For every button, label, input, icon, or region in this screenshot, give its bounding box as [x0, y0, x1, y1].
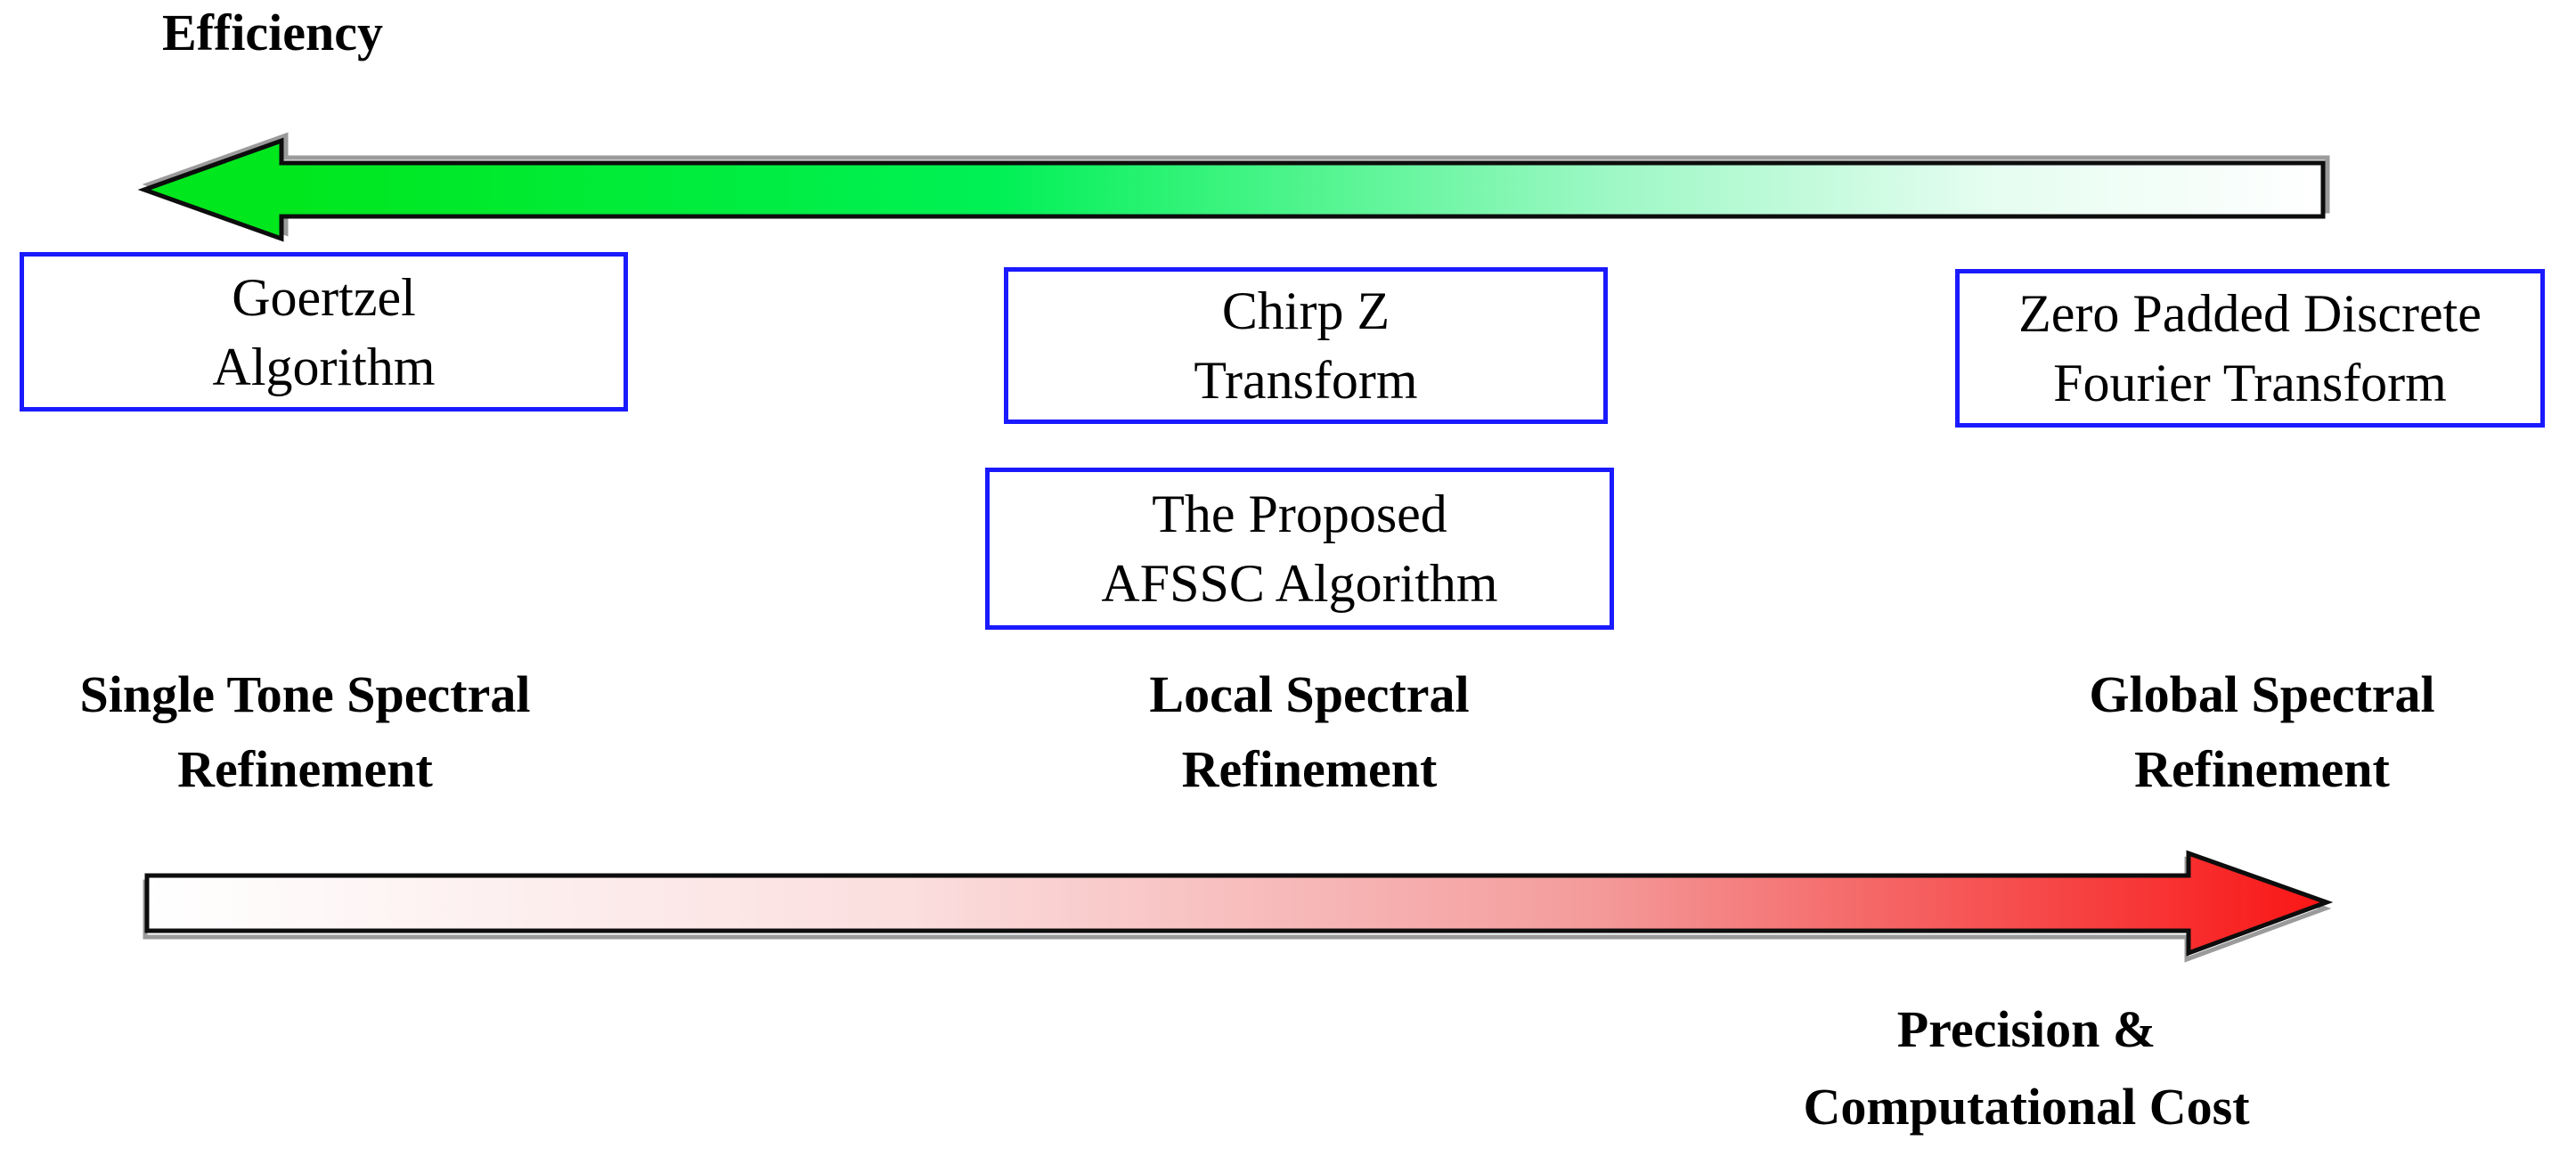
box-zpdft-line1: Zero Padded Discrete [2018, 284, 2482, 343]
precision-label-line1: Precision & [1896, 1000, 2156, 1058]
precision-cost-axis-label: Precision & Computational Cost [1737, 990, 2316, 1145]
label-single-line2: Refinement [177, 740, 433, 799]
precision-label-line2: Computational Cost [1803, 1078, 2250, 1136]
efficiency-arrow-shadow [142, 132, 2330, 237]
label-single-line1: Single Tone Spectral [79, 665, 531, 723]
box-zpdft-line2: Fourier Transform [2053, 354, 2447, 412]
box-proposed-afssc-algorithm: The Proposed AFSSC Algorithm [985, 468, 1614, 630]
box-afssc-line1: The Proposed [1152, 485, 1447, 543]
box-afssc-line2: AFSSC Algorithm [1101, 554, 1498, 613]
box-chirp-line2: Transform [1194, 351, 1418, 410]
efficiency-arrow [137, 137, 2326, 242]
label-local-spectral-refinement: Local Spectral Refinement [1020, 657, 1599, 807]
box-chirp-line1: Chirp Z [1221, 281, 1390, 340]
label-local-line2: Refinement [1181, 740, 1438, 799]
efficiency-axis-label: Efficiency [162, 4, 384, 61]
box-goertzel-line1: Goertzel [232, 267, 416, 327]
label-global-spectral-refinement: Global Spectral Refinement [1970, 657, 2554, 807]
precision-arrow [144, 850, 2334, 957]
box-chirp-z-transform: Chirp Z Transform [1004, 267, 1608, 424]
box-zero-padded-dft: Zero Padded Discrete Fourier Transform [1955, 269, 2545, 428]
label-global-line2: Refinement [2134, 740, 2390, 799]
label-local-line1: Local Spectral [1149, 665, 1470, 723]
label-single-tone-spectral-refinement: Single Tone Spectral Refinement [18, 657, 592, 807]
box-goertzel-line2: Algorithm [212, 337, 436, 396]
box-goertzel-algorithm: Goertzel Algorithm [20, 252, 628, 411]
label-global-line1: Global Spectral [2089, 665, 2435, 723]
